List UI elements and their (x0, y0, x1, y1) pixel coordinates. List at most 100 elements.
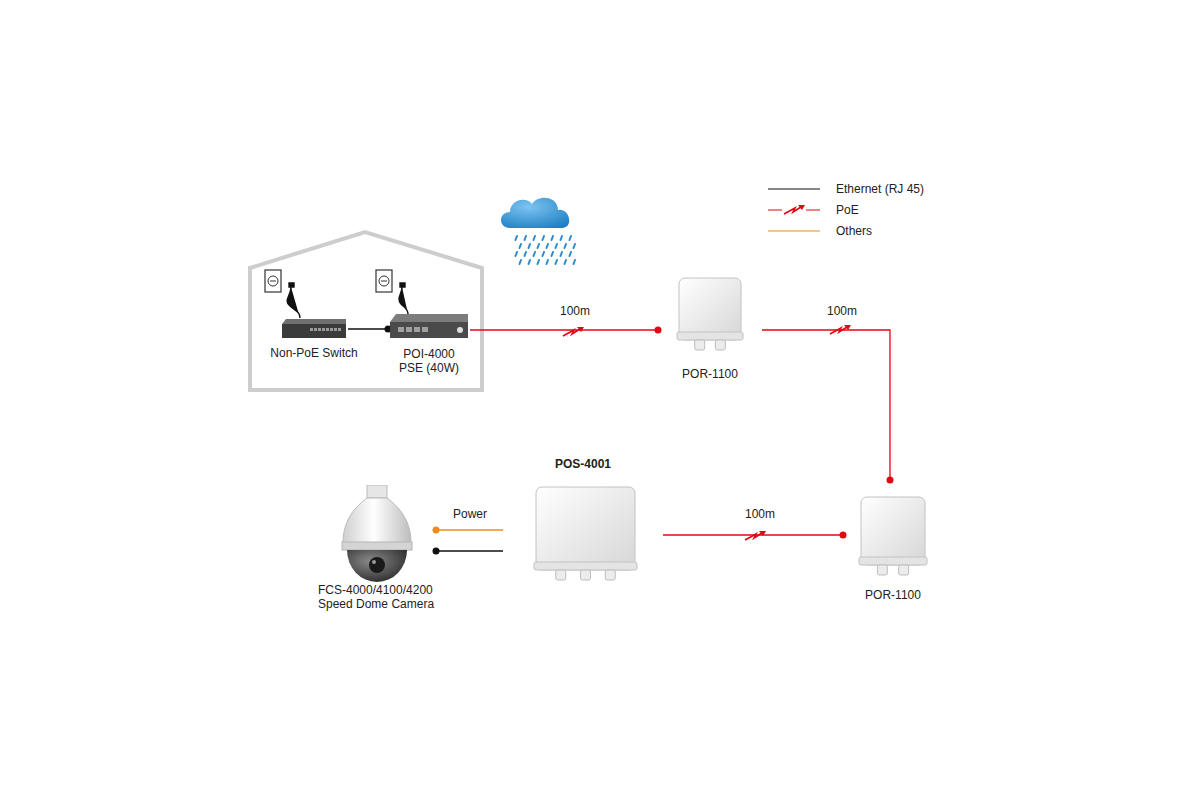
connector-dot (433, 548, 440, 555)
switch-front (282, 324, 346, 338)
cloud-shape (501, 198, 569, 228)
device-node: POI-4000 PSE (40W) (388, 312, 470, 340)
rain-drop (547, 260, 549, 264)
switch-icon (280, 318, 348, 340)
poe-symbol (745, 533, 762, 540)
rain-drop (561, 236, 563, 240)
swatch-gap (782, 203, 806, 217)
injector-port (406, 327, 412, 332)
swatch-poe-symbol-head (798, 205, 805, 210)
socket-plate (265, 270, 281, 292)
rain-drop (552, 252, 554, 256)
cable-gland (715, 340, 725, 350)
connector (433, 548, 504, 555)
device-node: POR-1100 (658, 276, 762, 352)
connector-dot (655, 327, 662, 334)
edge-label: 100m (558, 304, 592, 318)
legend-swatch (768, 203, 828, 219)
device-label: POR-1100 (682, 367, 738, 381)
camera-dome (347, 550, 407, 582)
rain-drop (538, 244, 540, 248)
swatch-line (768, 230, 820, 231)
box-icon (843, 480, 943, 577)
switch-port (330, 328, 333, 331)
power-cord (287, 283, 300, 318)
connector (762, 330, 894, 484)
rain-drop (520, 244, 522, 248)
rain-drop (552, 236, 554, 240)
connector-line (436, 550, 503, 551)
socket-hole (268, 276, 278, 286)
enclosure-body (679, 278, 741, 340)
rain-drop (570, 252, 572, 256)
rain-drop (574, 244, 576, 248)
socket-slot (270, 281, 276, 282)
connector-line (470, 329, 658, 330)
injector-port (422, 327, 428, 332)
injector-port (398, 327, 404, 332)
swatch-line (768, 188, 820, 189)
connector-line (348, 328, 388, 329)
socket-hole (379, 276, 389, 286)
box-icon (503, 485, 663, 582)
injector-port (414, 327, 420, 332)
switch-port (318, 328, 321, 331)
legend-text: Others (836, 224, 872, 238)
rain-drop (547, 244, 549, 248)
legend-row: Ethernet (RJ 45) (768, 182, 968, 203)
camera-mount (367, 485, 387, 498)
cable-gland (605, 570, 615, 580)
device-node: POR-1100 (843, 480, 943, 577)
device-label: POI-4000 PSE (40W) (396, 347, 462, 375)
rain-cloud (501, 198, 575, 264)
rain-drop (556, 244, 558, 248)
camera-icon (330, 485, 436, 585)
enclosure-base (534, 562, 637, 570)
device-node: FCS-4000/4100/4200 Speed Dome Camera (330, 485, 436, 585)
rain-drop (556, 260, 558, 264)
enclosure-body (861, 497, 925, 565)
rain-drop (529, 260, 531, 264)
enclosure-body (536, 487, 635, 570)
rain-drop (525, 236, 527, 240)
wall-socket (265, 270, 300, 318)
edge-label: Power (451, 507, 489, 521)
connector-dot (433, 527, 440, 534)
device-node: Non-PoE Switch (280, 318, 348, 340)
rain-drop (516, 236, 518, 240)
switch-port (326, 328, 329, 331)
legend-swatch (768, 224, 828, 240)
rain-drop (543, 252, 545, 256)
rain-drop (534, 236, 536, 240)
enclosure-base (859, 557, 927, 565)
connector (348, 326, 392, 333)
device-label: POS-4001 (555, 457, 611, 471)
rain-drop (543, 236, 545, 240)
switch-port (322, 328, 325, 331)
rain-drop (574, 260, 576, 264)
injector-front (390, 322, 468, 338)
legend-row: Others (768, 224, 968, 245)
edge-label: 100m (825, 304, 859, 318)
camera-ring (342, 542, 412, 550)
power-cord (399, 283, 408, 314)
rain-drop (561, 252, 563, 256)
legend-text: PoE (836, 203, 859, 217)
connector-dot (887, 477, 894, 484)
legend-row: PoE (768, 203, 968, 224)
device-label: Non-PoE Switch (270, 346, 357, 360)
house-outline (250, 232, 482, 390)
legend-text: Ethernet (RJ 45) (836, 182, 924, 196)
device-node: POS-4001 (503, 485, 663, 582)
connector (433, 527, 504, 534)
connector (470, 327, 662, 334)
rain-drop (529, 244, 531, 248)
switch-port (338, 328, 341, 331)
rain-drop (520, 260, 522, 264)
wall-socket (376, 270, 408, 314)
box-icon (658, 276, 762, 352)
rain-drop (534, 252, 536, 256)
legend-swatch (768, 182, 828, 198)
